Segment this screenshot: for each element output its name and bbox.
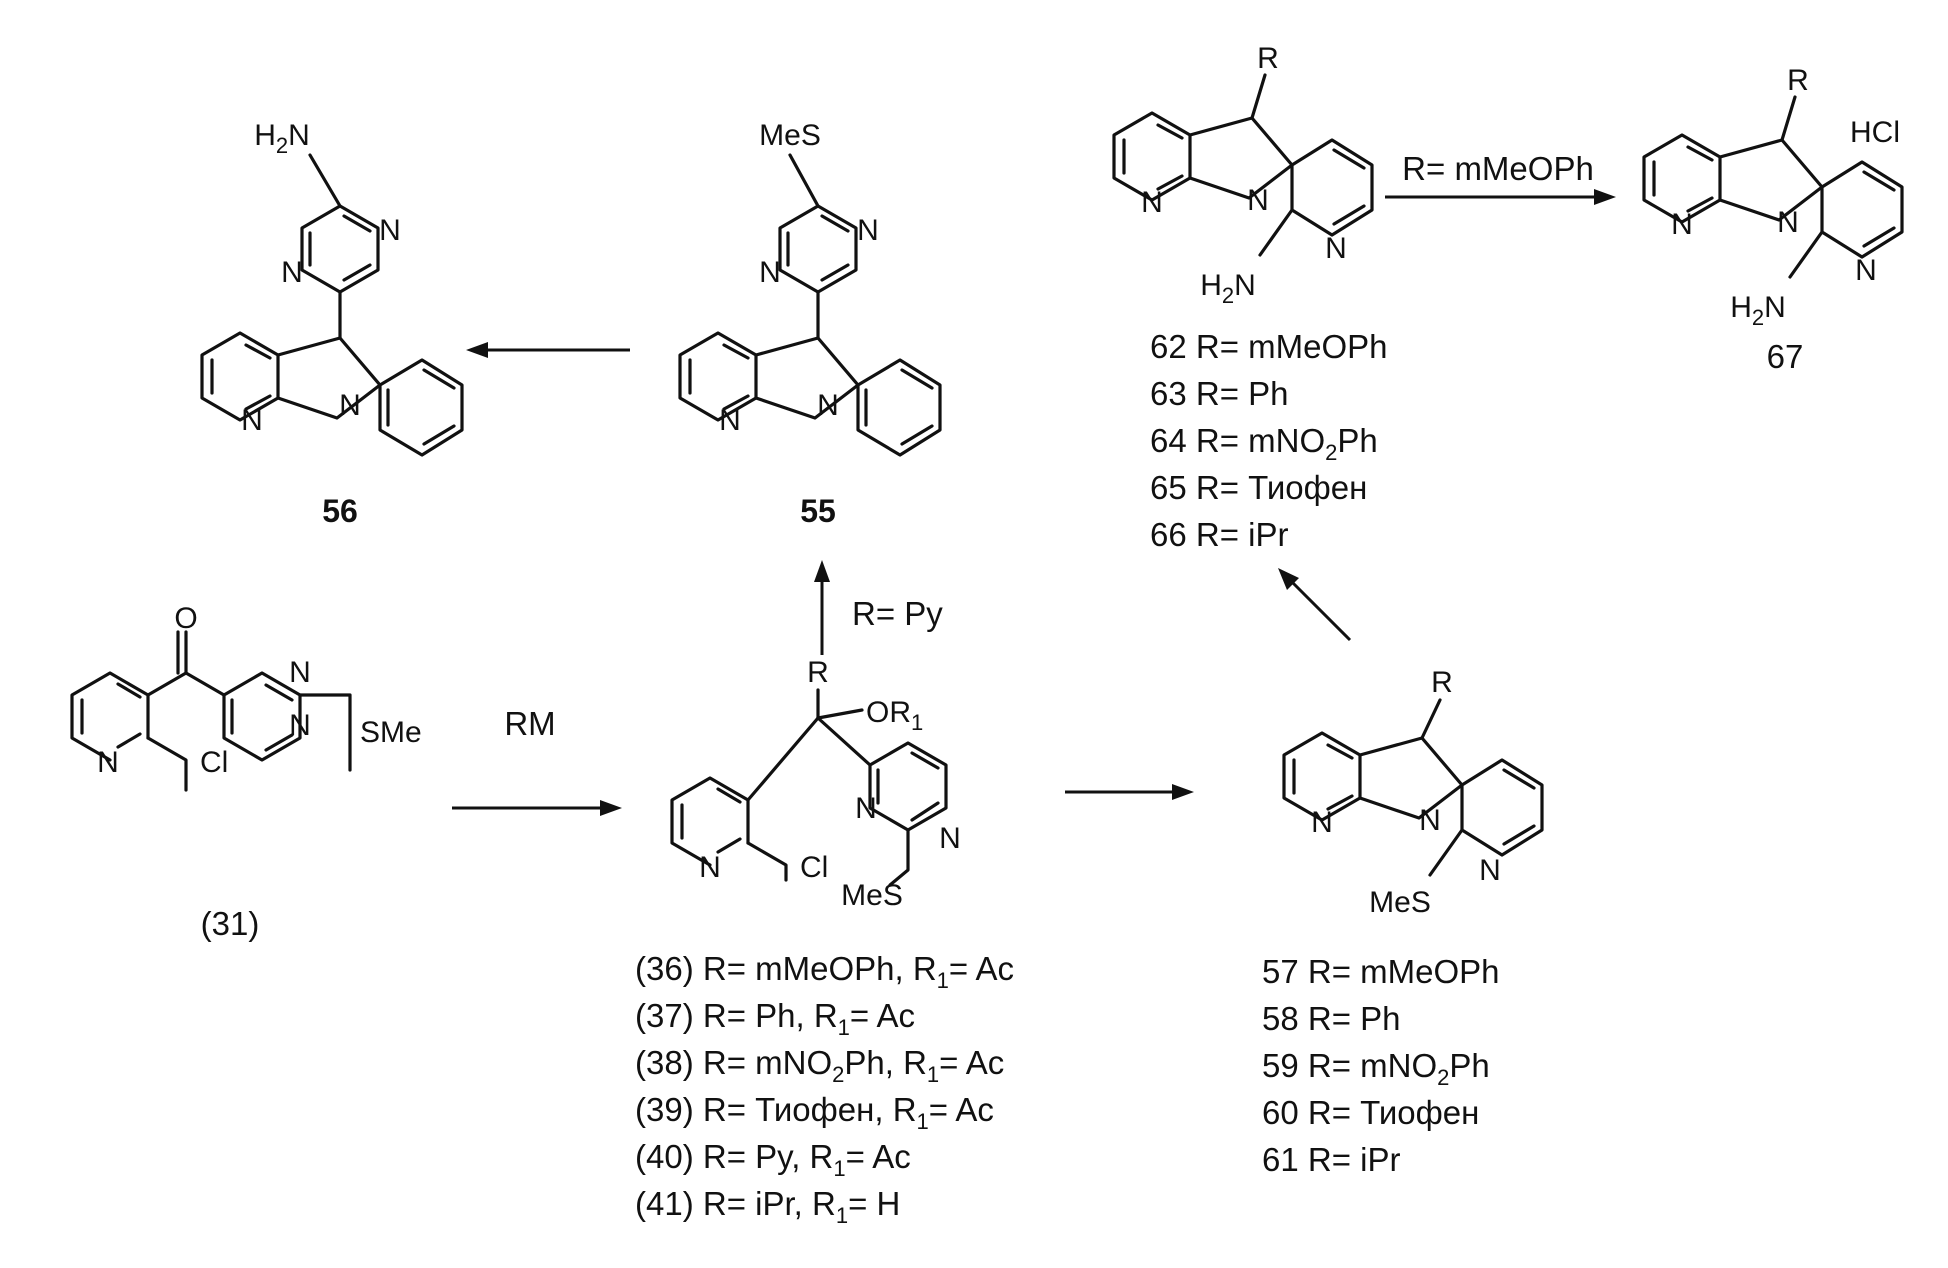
atom-label: N — [857, 214, 879, 247]
variant-line: 59 R= mNO2Ph — [1262, 1047, 1490, 1090]
atom-label: N — [97, 746, 119, 779]
atom-label: H2N — [254, 119, 310, 158]
atom-label: N — [855, 792, 877, 825]
atom-label: N — [1311, 806, 1333, 839]
atom-label: N — [1419, 804, 1441, 837]
compound-31: O N Cl N N SMe (31) — [72, 602, 422, 942]
compound-label: 56 — [322, 493, 358, 529]
atom-or1-subscript: 1 — [911, 710, 923, 735]
variant-line: (38) R= mNO2Ph, R1= Ac — [635, 1044, 1004, 1087]
atom-label: H2N — [1200, 269, 1256, 308]
arrow-31-to-36: RM — [452, 705, 622, 816]
atom-label: N — [289, 709, 311, 742]
variant-line: 63 R= Ph — [1150, 375, 1289, 412]
arrow-36-to-57 — [1065, 784, 1194, 800]
atom-label: MeS — [1369, 886, 1431, 919]
atom-label: R — [807, 656, 829, 689]
atom-label: O — [174, 602, 197, 635]
variant-line: (39) R= Тиофен, R1= Ac — [635, 1091, 994, 1134]
variant-line: 60 R= Тиофен — [1262, 1094, 1479, 1131]
atom-label: HCl — [1850, 116, 1900, 149]
atom-label: MeS — [841, 879, 903, 912]
variant-line: 58 R= Ph — [1262, 1000, 1401, 1037]
atom-label: Cl — [200, 746, 228, 779]
variant-line: 62 R= mMeOPh — [1150, 328, 1388, 365]
compound-label: 55 — [800, 493, 836, 529]
atom-label: H2N — [1730, 291, 1786, 330]
compound-36-41: R OR1 N Cl N N MeS — [672, 656, 961, 912]
atom-label: SMe — [360, 716, 422, 749]
variant-list-57-61: 57 R= mMeOPh 58 R= Ph 59 R= mNO2Ph 60 R=… — [1262, 953, 1500, 1178]
atom-label: N — [759, 256, 781, 289]
variant-line: (40) R= Py, R1= Ac — [635, 1138, 911, 1181]
atom-label: N — [289, 656, 311, 689]
atom-label: N — [1247, 184, 1269, 217]
arrow-reagent: R= mMeOPh — [1402, 150, 1594, 187]
atom-label: N — [1325, 232, 1347, 265]
compound-55: MeS N N N N 55 — [680, 119, 940, 529]
atom-label: R — [1431, 666, 1453, 699]
atom-label: N — [339, 389, 361, 422]
arrow-62-to-67: R= mMeOPh — [1385, 150, 1616, 205]
variant-list-36-41: (36) R= mMeOPh, R1= Ac (37) R= Ph, R1= A… — [635, 950, 1014, 1228]
atom-label: N — [719, 404, 741, 437]
atom-label: OR1 — [866, 696, 923, 735]
arrow-reagent: R= Py — [852, 595, 943, 632]
atom-label: N — [1671, 208, 1693, 241]
arrow-57-to-62 — [1278, 568, 1350, 640]
variant-line: (36) R= mMeOPh, R1= Ac — [635, 950, 1014, 993]
variant-list-62-66: 62 R= mMeOPh 63 R= Ph 64 R= mNO2Ph 65 R=… — [1150, 328, 1388, 553]
variant-line: (37) R= Ph, R1= Ac — [635, 997, 915, 1040]
variant-line: (41) R= iPr, R1= H — [635, 1185, 900, 1228]
variant-line: 66 R= iPr — [1150, 516, 1289, 553]
atom-label: N — [241, 404, 263, 437]
atom-label: N — [1855, 254, 1877, 287]
variant-line: 57 R= mMeOPh — [1262, 953, 1500, 990]
compound-62-66: R N N N H2N — [1114, 42, 1372, 308]
compound-67: R HCl N N N H2N 67 — [1644, 64, 1902, 375]
atom-label: R — [1787, 64, 1809, 97]
atom-label: N — [379, 214, 401, 247]
atom-label: R — [1257, 42, 1279, 75]
atom-label: N — [939, 822, 961, 855]
compound-label: 67 — [1767, 338, 1804, 375]
atom-label: N — [1777, 206, 1799, 239]
atom-label: N — [1141, 186, 1163, 219]
atom-label: MeS — [759, 119, 821, 152]
atom-or1: OR — [866, 696, 911, 729]
compound-label: (31) — [201, 905, 260, 942]
compound-56: H2N N N N N 56 — [202, 119, 462, 529]
atom-label: Cl — [800, 851, 828, 884]
arrow-reagent: RM — [504, 705, 555, 742]
variant-line: 64 R= mNO2Ph — [1150, 422, 1378, 465]
atom-label: N — [817, 389, 839, 422]
atom-label: N — [281, 256, 303, 289]
atom-label: N — [699, 851, 721, 884]
variant-line: 61 R= iPr — [1262, 1141, 1401, 1178]
compound-57-61: R N N N MeS — [1284, 666, 1542, 919]
arrow-55-to-56 — [466, 342, 630, 358]
variant-line: 65 R= Тиофен — [1150, 469, 1367, 506]
atom-label: N — [1479, 854, 1501, 887]
arrow-36-to-55: R= Py — [814, 560, 943, 655]
